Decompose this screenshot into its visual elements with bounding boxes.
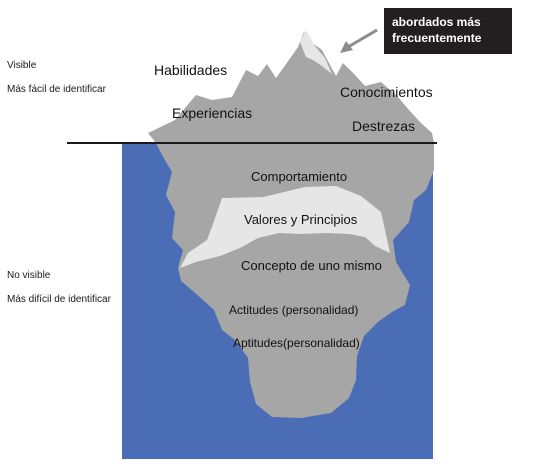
label-valores: Valores y Principios [244,212,358,227]
iceberg-tip [148,32,434,143]
iceberg-snow [300,30,332,74]
callout-line-2: frecuentemente [392,31,482,45]
callout-arrow-shaft [347,28,378,49]
callout-arrow-head [340,41,353,53]
iceberg-highlight-band [180,186,390,268]
label-conocimientos: Conocimientos [340,84,433,100]
label-actitudes: Actitudes (personalidad) [229,303,359,317]
label-habilidades: Habilidades [154,62,228,78]
not-visible-title: No visible [7,270,51,281]
visible-title: Visible [7,60,37,71]
callout-line-1: abordados más [392,15,481,29]
label-destrezas: Destrezas [352,118,416,134]
label-experiencias: Experiencias [172,105,253,121]
callout-box: abordados más frecuentemente [384,8,512,54]
label-comportamiento: Comportamiento [251,169,348,184]
label-concepto: Concepto de uno mismo [241,258,382,273]
label-aptitudes: Aptitudes(personalidad) [233,336,360,350]
visible-subtitle: Más fácil de identificar [7,84,106,95]
not-visible-subtitle: Más difícil de identificar [7,294,111,305]
